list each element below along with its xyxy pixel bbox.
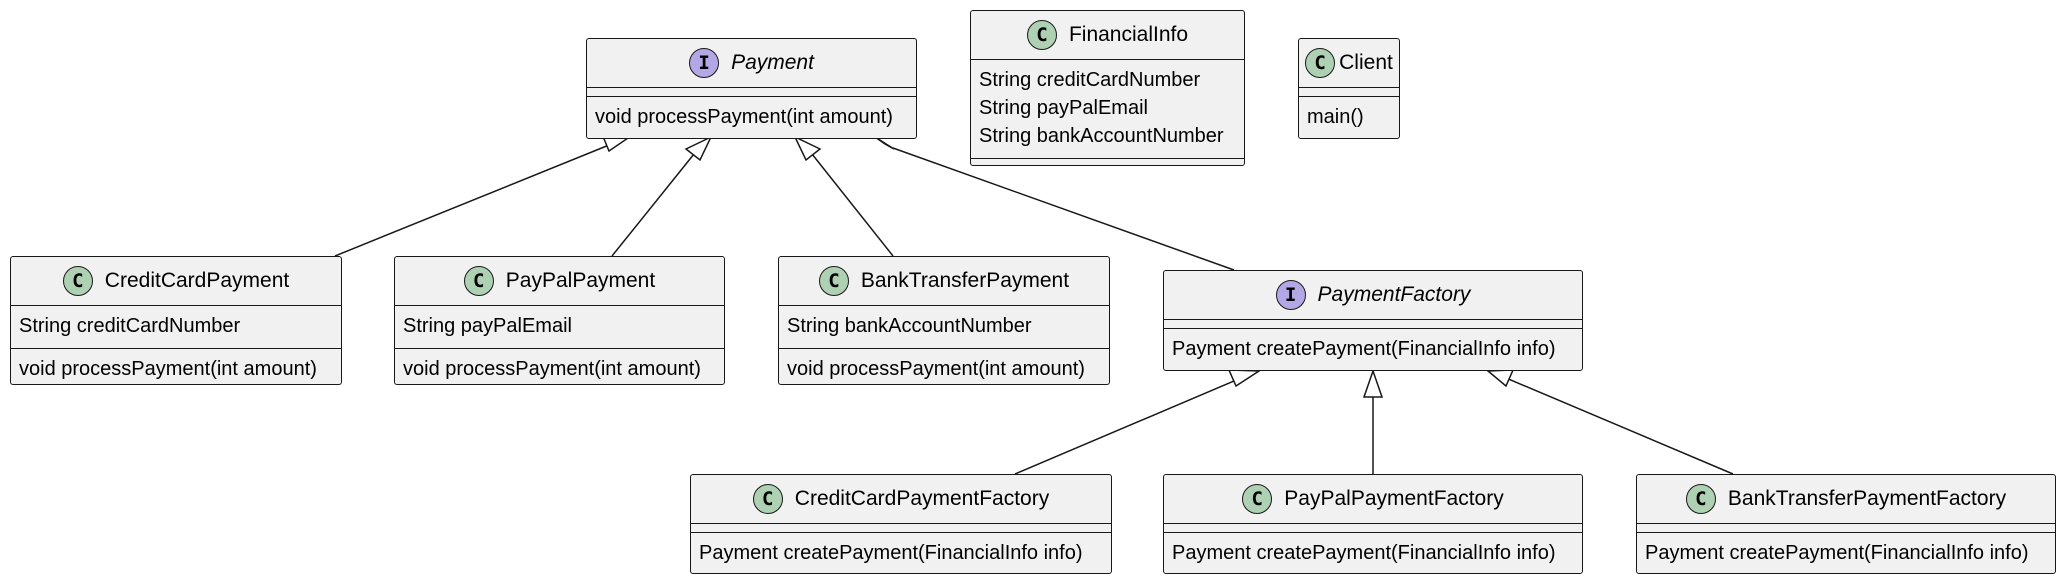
class-creditcardpaymentfactory[interactable]: C CreditCardPaymentFactory Payment creat… bbox=[690, 474, 1112, 574]
methods-section: void processPayment(int amount) bbox=[395, 348, 724, 391]
class-header: C CreditCardPayment bbox=[11, 257, 341, 305]
fields-section bbox=[1299, 87, 1399, 96]
class-paypalpaymentfactory[interactable]: C PayPalPaymentFactory Payment createPay… bbox=[1163, 474, 1583, 574]
relation-paypalpayment-payment bbox=[611, 153, 695, 257]
class-name: PayPalPayment bbox=[505, 269, 656, 292]
class-badge-icon: C bbox=[818, 266, 849, 296]
class-header: I Payment bbox=[587, 39, 916, 87]
relation-paymentfactory-payment bbox=[892, 147, 1235, 271]
fields-section bbox=[691, 523, 1111, 532]
fields-section: String bankAccountNumber bbox=[779, 305, 1109, 348]
class-payment[interactable]: I Payment void processPayment(int amount… bbox=[586, 38, 917, 139]
method: void processPayment(int amount) bbox=[787, 358, 1085, 380]
class-header: C Client bbox=[1299, 39, 1399, 87]
fields-section: String creditCardNumber bbox=[11, 305, 341, 348]
interface-badge-icon: I bbox=[1275, 280, 1306, 310]
fields-section bbox=[1164, 319, 1582, 328]
method: Payment createPayment(FinancialInfo info… bbox=[699, 542, 1083, 564]
method: Payment createPayment(FinancialInfo info… bbox=[1172, 338, 1556, 360]
composition-diamond bbox=[874, 136, 895, 150]
realization-arrowhead bbox=[1362, 368, 1384, 398]
methods-section bbox=[971, 158, 1244, 167]
class-creditcardpayment[interactable]: C CreditCardPayment String creditCardNum… bbox=[10, 256, 342, 385]
class-name: BankTransferPaymentFactory bbox=[1727, 487, 2007, 510]
class-badge-icon: C bbox=[1026, 20, 1057, 50]
class-name: PayPalPaymentFactory bbox=[1284, 487, 1504, 510]
class-badge-icon: C bbox=[463, 266, 494, 296]
class-name: CreditCardPaymentFactory bbox=[794, 487, 1050, 510]
method: Payment createPayment(FinancialInfo info… bbox=[1172, 542, 1556, 564]
methods-section: Payment createPayment(FinancialInfo info… bbox=[1164, 328, 1582, 371]
field: String creditCardNumber bbox=[19, 315, 241, 337]
class-name: CreditCardPayment bbox=[104, 269, 290, 292]
class-financialinfo[interactable]: C FinancialInfo String creditCardNumber … bbox=[970, 10, 1245, 166]
class-client[interactable]: C Client main() bbox=[1298, 38, 1400, 139]
methods-section: Payment createPayment(FinancialInfo info… bbox=[1164, 532, 1582, 575]
method: void processPayment(int amount) bbox=[403, 358, 701, 380]
relation-banktransferpayment-payment bbox=[811, 153, 894, 257]
class-banktransferpayment[interactable]: C BankTransferPayment String bankAccount… bbox=[778, 256, 1110, 385]
class-name: PaymentFactory bbox=[1317, 283, 1471, 306]
field: String creditCardNumber bbox=[979, 69, 1201, 91]
relation-creditcardpaymentfactory-paymentfactory bbox=[1014, 377, 1242, 475]
methods-section: Payment createPayment(FinancialInfo info… bbox=[691, 532, 1111, 575]
realization-arrowhead bbox=[684, 135, 713, 162]
field: String bankAccountNumber bbox=[787, 315, 1032, 337]
methods-section: void processPayment(int amount) bbox=[11, 348, 341, 391]
methods-section: void processPayment(int amount) bbox=[779, 348, 1109, 391]
relation-banktransferpaymentfactory-paymentfactory bbox=[1505, 377, 1734, 475]
class-header: I PaymentFactory bbox=[1164, 271, 1582, 319]
class-paypalpayment[interactable]: C PayPalPayment String payPalEmail void … bbox=[394, 256, 725, 385]
class-name: Client bbox=[1339, 51, 1393, 74]
class-name: BankTransferPayment bbox=[860, 269, 1070, 292]
class-header: C PayPalPaymentFactory bbox=[1164, 475, 1582, 523]
class-paymentfactory[interactable]: I PaymentFactory Payment createPayment(F… bbox=[1163, 270, 1583, 371]
method: void processPayment(int amount) bbox=[595, 106, 893, 128]
method: void processPayment(int amount) bbox=[19, 358, 317, 380]
class-badge-icon: C bbox=[1242, 484, 1273, 514]
methods-section: main() bbox=[1299, 96, 1399, 139]
fields-section: String creditCardNumber String payPalEma… bbox=[971, 59, 1244, 158]
fields-section bbox=[1637, 523, 2055, 532]
class-name: FinancialInfo bbox=[1068, 23, 1189, 46]
method: main() bbox=[1307, 106, 1364, 128]
methods-section: Payment createPayment(FinancialInfo info… bbox=[1637, 532, 2055, 575]
field: String bankAccountNumber bbox=[979, 125, 1224, 147]
realization-arrowhead bbox=[793, 135, 822, 162]
realization-arrowhead bbox=[1486, 369, 1515, 388]
field: String payPalEmail bbox=[979, 97, 1148, 119]
class-name: Payment bbox=[731, 51, 814, 74]
class-header: C PayPalPayment bbox=[395, 257, 724, 305]
field: String payPalEmail bbox=[403, 315, 572, 337]
realization-arrowhead bbox=[1227, 369, 1262, 388]
class-badge-icon: C bbox=[1305, 48, 1336, 78]
class-header: C BankTransferPayment bbox=[779, 257, 1109, 305]
class-header: C FinancialInfo bbox=[971, 11, 1244, 59]
interface-badge-icon: I bbox=[689, 48, 720, 78]
class-badge-icon: C bbox=[1685, 484, 1716, 514]
methods-section: void processPayment(int amount) bbox=[587, 96, 916, 139]
relation-creditcardpayment-payment bbox=[334, 142, 615, 257]
fields-section bbox=[587, 87, 916, 96]
class-header: C BankTransferPaymentFactory bbox=[1637, 475, 2055, 523]
class-badge-icon: C bbox=[62, 266, 93, 296]
method: Payment createPayment(FinancialInfo info… bbox=[1645, 542, 2029, 564]
fields-section: String payPalEmail bbox=[395, 305, 724, 348]
class-badge-icon: C bbox=[752, 484, 783, 514]
class-header: C CreditCardPaymentFactory bbox=[691, 475, 1111, 523]
class-banktransferpaymentfactory[interactable]: C BankTransferPaymentFactory Payment cre… bbox=[1636, 474, 2056, 574]
fields-section bbox=[1164, 523, 1582, 532]
